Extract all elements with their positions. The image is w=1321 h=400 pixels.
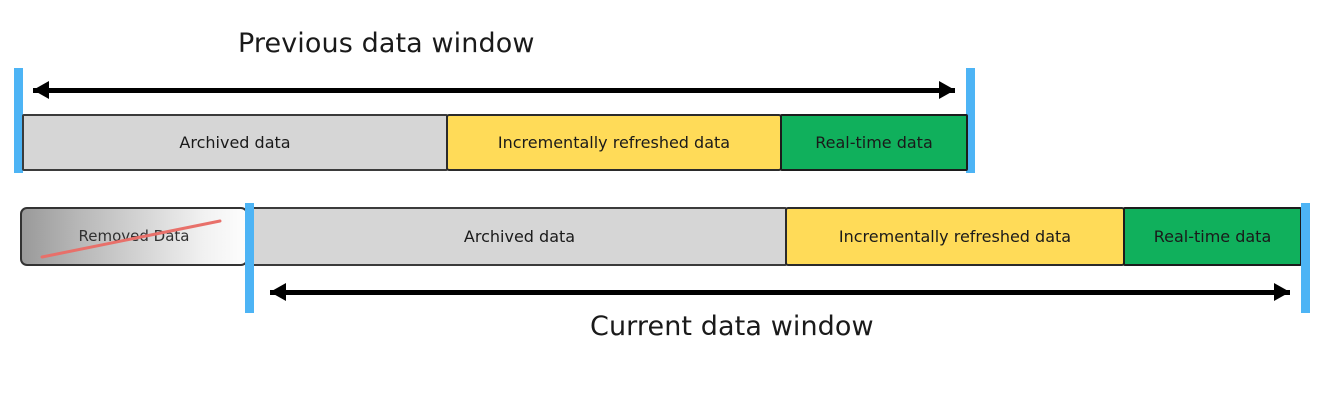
current-window-title: Current data window — [590, 311, 874, 342]
arrow-head-left-icon — [270, 283, 286, 301]
previous-window-end-marker — [966, 68, 975, 173]
previous-segment-archived-label: Archived data — [179, 132, 291, 152]
arrow-shaft — [270, 289, 1290, 295]
current-segment-removed-label: Removed Data — [78, 226, 190, 245]
previous-segment-incremental[interactable]: Incrementally refreshed data — [446, 114, 782, 171]
previous-window-span-arrow — [33, 78, 955, 102]
previous-segment-realtime-label: Real-time data — [815, 132, 933, 152]
current-segment-removed[interactable]: Removed Data — [20, 207, 248, 266]
arrow-head-right-icon — [939, 81, 955, 99]
current-segment-realtime[interactable]: Real-time data — [1123, 207, 1302, 266]
previous-segment-archived[interactable]: Archived data — [22, 114, 448, 171]
current-window-end-marker — [1301, 203, 1310, 313]
current-segment-archived[interactable]: Archived data — [252, 207, 787, 266]
current-segment-realtime-label: Real-time data — [1153, 226, 1272, 246]
previous-window-title: Previous data window — [238, 28, 535, 59]
arrow-head-left-icon — [33, 81, 49, 99]
current-window-span-arrow — [270, 280, 1290, 304]
arrow-shaft — [33, 87, 955, 93]
current-segment-archived-label: Archived data — [463, 226, 576, 246]
current-window-start-marker — [245, 203, 254, 313]
current-segment-incremental-label: Incrementally refreshed data — [838, 226, 1072, 246]
previous-segment-realtime[interactable]: Real-time data — [780, 114, 968, 171]
arrow-head-right-icon — [1274, 283, 1290, 301]
current-segment-incremental[interactable]: Incrementally refreshed data — [785, 207, 1125, 266]
previous-segment-incremental-label: Incrementally refreshed data — [497, 132, 731, 152]
previous-window-start-marker — [14, 68, 23, 173]
